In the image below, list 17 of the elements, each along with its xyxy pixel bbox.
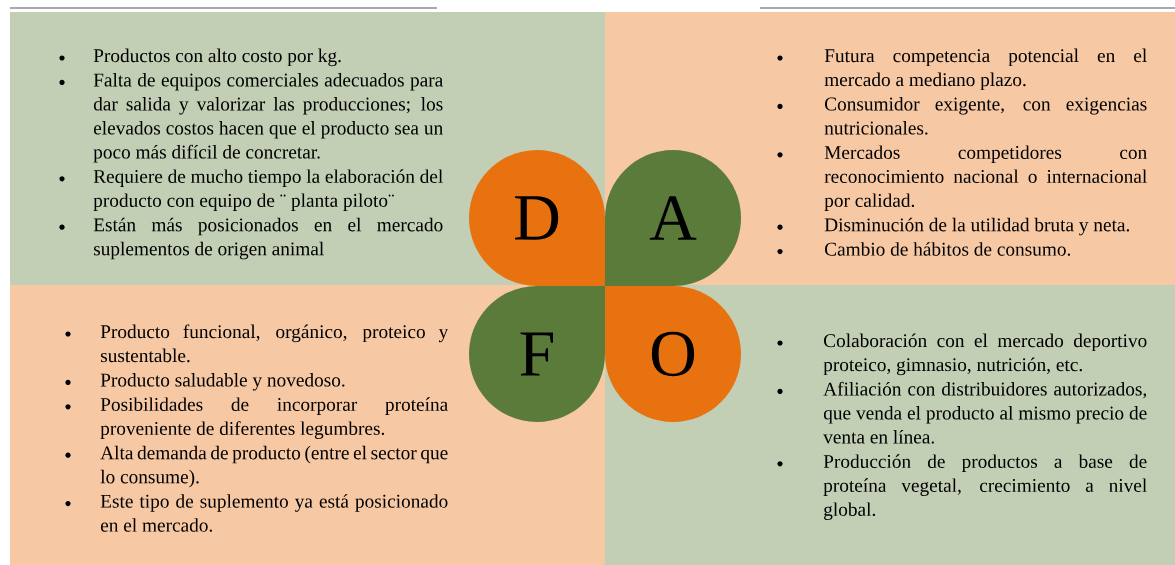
list-item: Posibilidades de incorporar proteína proveniente de diferentes legumbres.	[100, 397, 448, 439]
list-item: Disminución de la utilidad bruta y neta.	[824, 217, 1130, 236]
list-item: Consumidor exigente, con exigencias nutricionales.	[824, 97, 1147, 135]
list-item: Producto funcional, orgánico, proteico y sustentable.	[100, 324, 449, 363]
list-item: Mercados competidores con reconocimiento nacional o internacional por calidad.	[824, 145, 1147, 211]
list-item: Producto saludable y novedoso.	[100, 373, 345, 391]
list-item: Cambio de hábitos de consumo.	[825, 242, 1071, 256]
list-item: Futura competencia potencial en el mercado a mediano plazo.	[824, 48, 1147, 91]
list-item: Alta demanda de producto (entre el sector que lo consume).	[100, 445, 448, 488]
list-item: Colaboración con el mercado deportivo proteico, gimnasio, nutrición, etc.	[823, 333, 1147, 376]
list-item: Producción de productos a base de proteína vegetal, crecimiento a nivel global.	[823, 454, 1147, 520]
list-item: Productos con alto costo por kg.	[93, 48, 341, 67]
list-item: Afiliación con distribuidores autorizados, que venda el producto al mismo precio de venta en línea.	[823, 381, 1147, 444]
list-item: Este tipo de suplemento ya está posicionado en el mercado.	[100, 494, 448, 532]
list-item: Requiere de mucho tiempo la elaboración del producto con equipo de ¨ planta piloto¨	[93, 169, 443, 211]
list-item: Están más posicionados en el mercado suplementos de origen animal	[93, 217, 443, 260]
list-item: Falta de equipos comerciales adecuados para dar salida y valorizar las producciones; los elevados costos hacen que el producto sea un poco más difícil de concretar.	[93, 73, 443, 163]
